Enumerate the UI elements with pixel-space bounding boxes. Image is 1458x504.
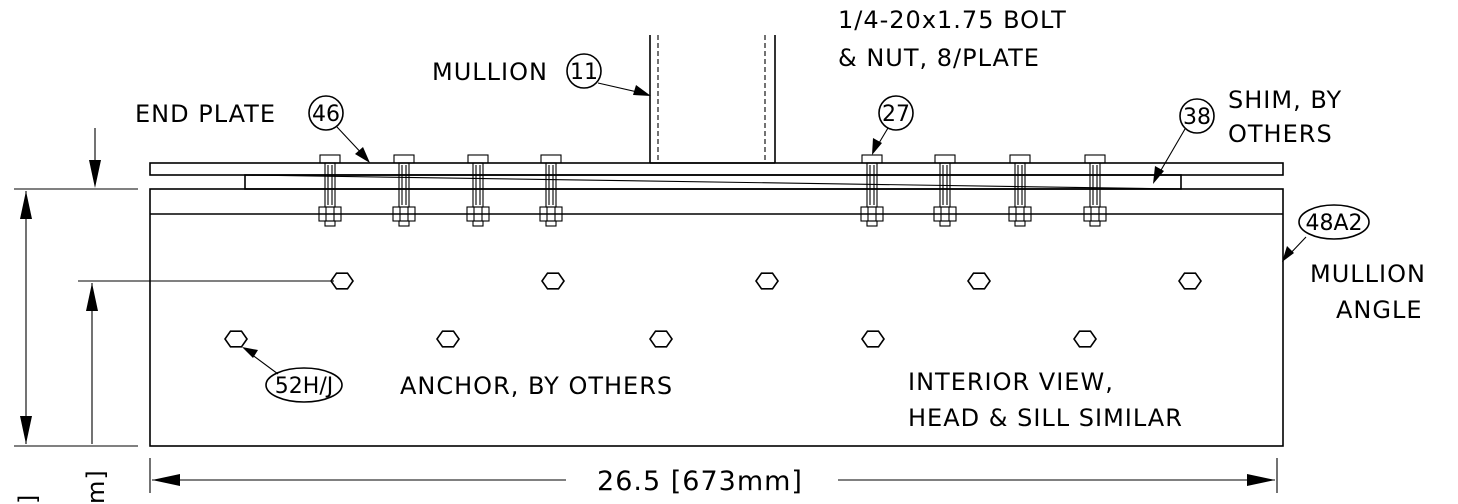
bolt [1083, 154, 1107, 227]
width-dim-arrow-right [1247, 474, 1275, 486]
anchor-group [224, 272, 1202, 348]
anchor-callout: 52H/J ANCHOR, BY OTHERS [242, 347, 673, 403]
width-dim-text: 26.5 [673mm] [597, 466, 803, 497]
anchor-hex [967, 272, 991, 290]
shim-callout: 38 SHIM, BY OTHERS [1153, 86, 1342, 184]
bolt [1008, 154, 1032, 227]
bolt-tag: 27 [882, 102, 910, 127]
mullion-callout: MULLION 11 [432, 53, 651, 96]
view-note-line2: HEAD & SILL SIMILAR [908, 404, 1183, 432]
bolt [392, 154, 416, 227]
width-dimension: 26.5 [673mm] [149, 458, 1278, 497]
anchor-hex [1178, 272, 1202, 290]
anchor-tag: 52H/J [275, 374, 333, 399]
mullion [649, 35, 776, 164]
bolt [318, 154, 342, 227]
mullion-angle [149, 188, 1284, 447]
height-dim-arrow-top [20, 191, 32, 219]
shim-leader-arrow [1153, 166, 1164, 184]
bolt-spec-line1: 1/4-20x1.75 BOLT [838, 6, 1067, 34]
bolt-tag-bubble [878, 95, 914, 131]
end-plate-tag: 46 [312, 102, 340, 127]
anchor-hex [861, 330, 885, 348]
mullion-tag-bubble [566, 53, 602, 89]
left-dimensions: ] m] [14, 128, 334, 504]
bolt-spec-line2: & NUT, 8/PLATE [838, 44, 1040, 72]
anchor-label: ANCHOR, BY OTHERS [400, 372, 673, 400]
anchor-hex [330, 272, 354, 290]
angle-callout: 48A2 MULLION ANGLE [1282, 204, 1426, 324]
view-note-line1: INTERIOR VIEW, [908, 368, 1114, 396]
left-dim-text-2: m] [82, 469, 110, 504]
mullion-tag: 11 [570, 60, 598, 85]
angle-leader-arrow [1282, 246, 1294, 262]
shim-tag: 38 [1183, 105, 1211, 130]
shim-label-line2: OTHERS [1228, 120, 1333, 148]
end-plate-label: END PLATE [135, 100, 276, 128]
end-plate [149, 162, 1284, 176]
anchor-hex [755, 272, 779, 290]
anchor-hex [1073, 330, 1097, 348]
anchor-hex [649, 330, 673, 348]
anchor-leader-arrow [242, 347, 258, 358]
shim [244, 174, 1182, 190]
mullion-label: MULLION [432, 58, 548, 86]
angle-tag-bubble [1298, 204, 1370, 240]
end-plate-callout: END PLATE 46 [135, 95, 370, 163]
mullion-leader-arrow [633, 85, 651, 96]
anchor-hex [224, 330, 248, 348]
plate-dim-arrow [89, 160, 101, 188]
anchor-hex [541, 272, 565, 290]
left-dim-text-1: ] [14, 494, 42, 504]
bolt [933, 154, 957, 227]
bolt [860, 154, 884, 227]
end-plate-leader-arrow [355, 147, 370, 163]
bolt [539, 154, 563, 227]
angle-label-line1: MULLION [1310, 260, 1426, 288]
anchor-hex [436, 330, 460, 348]
shim-tag-bubble [1179, 98, 1215, 134]
width-dim-arrow-left [152, 474, 180, 486]
anchor-tag-bubble [265, 367, 343, 403]
bolt-leader-arrow [872, 138, 882, 155]
bolt-callout: 1/4-20x1.75 BOLT & NUT, 8/PLATE 27 [838, 6, 1067, 155]
height-dim-arrow-bottom [20, 416, 32, 444]
anchor-dim-arrow-top [86, 283, 98, 311]
bolt-group [318, 154, 1107, 227]
angle-label-line2: ANGLE [1336, 296, 1423, 324]
shim-label-line1: SHIM, BY [1228, 86, 1342, 114]
bolt [466, 154, 490, 227]
angle-tag: 48A2 [1305, 211, 1362, 236]
end-plate-tag-bubble [308, 95, 344, 131]
